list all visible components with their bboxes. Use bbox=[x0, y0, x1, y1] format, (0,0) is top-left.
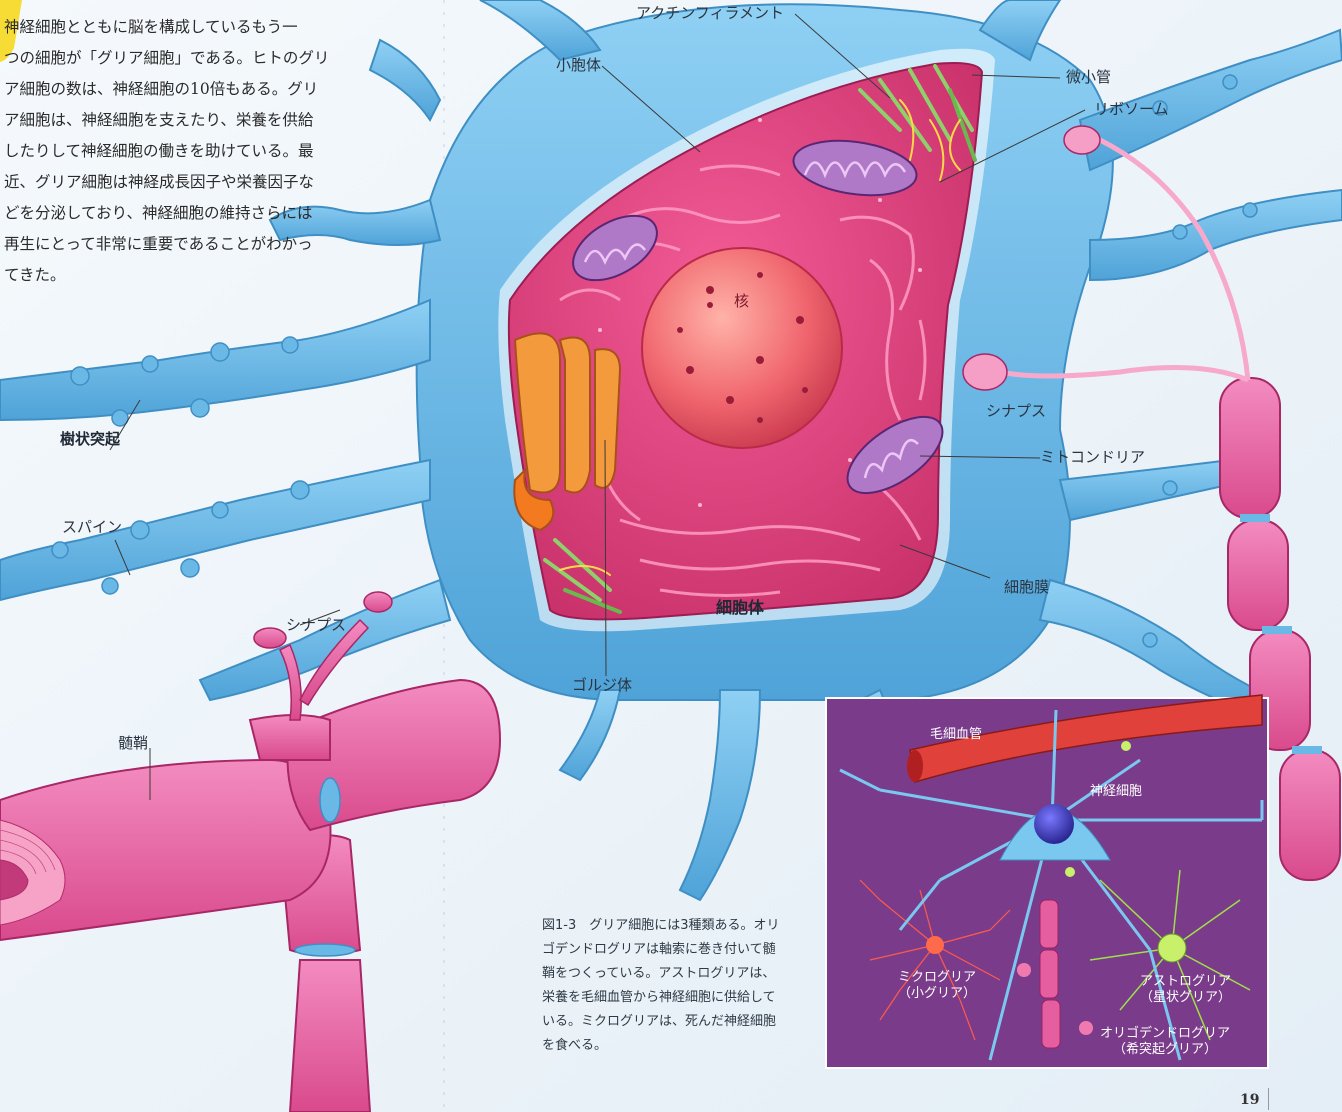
label-mitochondria: ミトコンドリア bbox=[1040, 450, 1145, 465]
page-number: 19 bbox=[1240, 1092, 1259, 1108]
inset-label-neuron: 神経細胞 bbox=[1090, 784, 1142, 800]
body-line: 神経細胞とともに脳を構成しているもう一 bbox=[4, 12, 370, 43]
caption-line: 鞘をつくっている。アストログリアは、 bbox=[542, 962, 804, 986]
inset-label-oligodendroglia: オリゴデンドログリア （希突起グリア） bbox=[1100, 1026, 1230, 1057]
caption-line: 栄養を毛細血管から神経細胞に供給して bbox=[542, 986, 804, 1010]
body-line: 近、グリア細胞は神経成長因子や栄養因子な bbox=[4, 167, 370, 198]
body-line: 再生にとって非常に重要であることがわかっ bbox=[4, 229, 370, 260]
body-line: したりして神経細胞の働きを助けている。最 bbox=[4, 136, 370, 167]
caption-line: を食べる。 bbox=[542, 1034, 804, 1058]
page-number-rule bbox=[1268, 1088, 1269, 1110]
figure-caption: 図1-3 グリア細胞には3種類ある。オリ ゴデンドログリアは軸索に巻き付いて髄 … bbox=[542, 914, 804, 1058]
label-cell-membrane: 細胞膜 bbox=[1004, 580, 1049, 595]
caption-line: 図1-3 グリア細胞には3種類ある。オリ bbox=[542, 914, 804, 938]
caption-line: いる。ミクログリアは、死んだ神経細胞 bbox=[542, 1010, 804, 1034]
body-line: どを分泌しており、神経細胞の維持さらには bbox=[4, 198, 370, 229]
body-line: てきた。 bbox=[4, 260, 370, 291]
label-cell-body: 細胞体 bbox=[716, 600, 764, 616]
label-golgi: ゴルジ体 bbox=[572, 678, 632, 693]
label-synapse-right: シナプス bbox=[986, 404, 1046, 419]
nucleus bbox=[642, 248, 842, 448]
label-vesicle: 小胞体 bbox=[556, 58, 601, 73]
label-myelin: 髄鞘 bbox=[118, 736, 148, 751]
inset-label-microglia: ミクログリア （小グリア） bbox=[898, 970, 976, 1001]
label-nucleus: 核 bbox=[734, 294, 749, 309]
label-synapse-left: シナプス bbox=[286, 618, 346, 633]
label-spine: スパイン bbox=[62, 520, 122, 535]
label-ribosome: リボソーム bbox=[1094, 102, 1169, 117]
body-line: つの細胞が「グリア細胞」である。ヒトのグリ bbox=[4, 43, 370, 74]
body-line: ア細胞の数は、神経細胞の10倍もある。グリ bbox=[4, 74, 370, 105]
body-text: 神経細胞とともに脳を構成しているもう一 つの細胞が「グリア細胞」である。ヒトのグ… bbox=[4, 12, 370, 291]
body-line: ア細胞は、神経細胞を支えたり、栄養を供給 bbox=[4, 105, 370, 136]
inset-label-capillary: 毛細血管 bbox=[930, 727, 982, 743]
label-microtubule: 微小管 bbox=[1066, 70, 1111, 85]
caption-line: ゴデンドログリアは軸索に巻き付いて髄 bbox=[542, 938, 804, 962]
inset-label-astroglia: アストログリア （星状グリア） bbox=[1140, 974, 1231, 1005]
glia-inset bbox=[826, 695, 1268, 1068]
label-dendrite: 樹状突起 bbox=[60, 432, 120, 447]
label-actin-filament: アクチンフィラメント bbox=[636, 6, 784, 21]
